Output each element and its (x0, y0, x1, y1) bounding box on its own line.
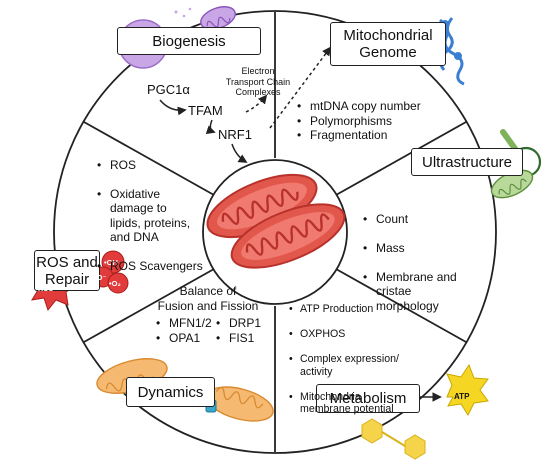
dynamics-heading: Balance of Fusion and Fission (157, 284, 259, 313)
mitochondrion-icon (174, 6, 236, 30)
list-item: ATP Production (289, 303, 399, 316)
atp-icon (446, 363, 489, 417)
ultrastructure-title: Ultrastructure (411, 148, 523, 176)
pgc1a-node: PGC1α (147, 82, 190, 97)
list-item: MFN1/2 (156, 316, 212, 331)
list-item: FIS1 (216, 331, 261, 346)
dynamics-fusion-list: MFN1/2 OPA1 (156, 316, 212, 345)
mito-genome-title: Mitochondrial Genome (330, 22, 446, 66)
atp-label: ATP (454, 392, 470, 401)
spoke-lower-left (83, 268, 215, 343)
molecule-icon (361, 418, 426, 460)
arrow-tfam-etc (245, 94, 268, 113)
arrow-pgc1a-tfam (159, 99, 187, 116)
mitochondrion-icon (206, 173, 346, 269)
metabolism-list: ATP Production OXPHOS Complex expression… (289, 290, 399, 429)
list-item: OPA1 (156, 331, 212, 346)
tfam-node: TFAM (188, 103, 223, 118)
biogenesis-arrows (159, 46, 332, 163)
list-item: Mitochondria membrane potential (289, 391, 399, 416)
list-item: Oxidative damage to lipids, proteins, an… (97, 187, 203, 245)
list-item: Count (363, 212, 457, 227)
list-item: Mass (363, 241, 457, 256)
list-item: ROS Scavengers (97, 259, 203, 274)
list-item: Polymorphisms (297, 114, 421, 129)
arrow-nrf1-center (231, 143, 248, 163)
nrf1-node: NRF1 (218, 127, 252, 142)
list-item: Complex expression/ activity (289, 353, 399, 378)
ros-list: ROS Oxidative damage to lipids, proteins… (97, 143, 203, 288)
mitochondrion-icon (490, 169, 534, 199)
arrow-nrf1-genome (269, 46, 332, 129)
etc-node: Electron Transport Chain Complexes (225, 66, 291, 97)
biogenesis-title: Biogenesis (117, 27, 261, 55)
ros-burst-label: ROS (38, 286, 54, 293)
list-item: OXPHOS (289, 328, 399, 341)
radical-o: •O⁻ (94, 273, 107, 282)
dynamics-title: Dynamics (126, 377, 215, 407)
radical-o2: •O₂ (109, 279, 121, 288)
dynamics-fission-list: DRP1 FIS1 (216, 316, 261, 345)
mito-genome-list: mtDNA copy number Polymorphisms Fragment… (297, 99, 421, 143)
list-item: mtDNA copy number (297, 99, 421, 114)
list-item: ROS (97, 158, 203, 173)
list-item: Fragmentation (297, 128, 421, 143)
ros-title: ROS and Repair (34, 250, 100, 291)
list-item: DRP1 (216, 316, 261, 331)
arrow-tfam-nrf1 (205, 119, 216, 134)
spoke-upper-right (335, 121, 467, 196)
